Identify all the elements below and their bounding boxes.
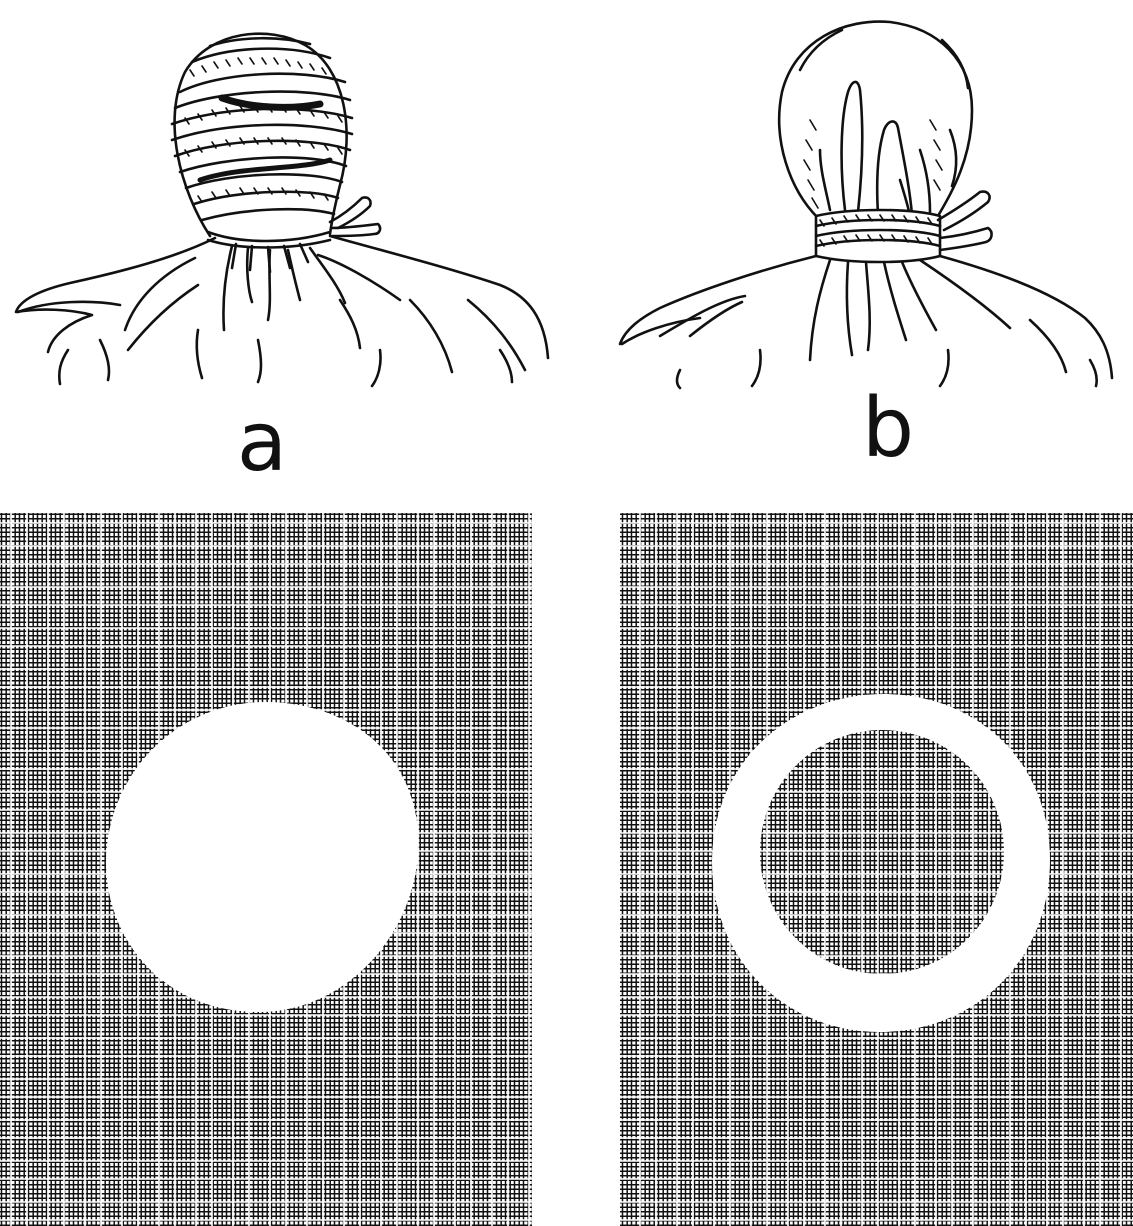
panel-label-a: a <box>237 395 287 490</box>
bound-ball-a <box>175 34 347 236</box>
fabric-outline-a <box>16 236 548 358</box>
bound-bundle-drawing <box>16 34 548 386</box>
dyed-cloth-a <box>0 513 532 1226</box>
binding-band-b <box>816 210 940 262</box>
dyed-cloth-b <box>620 513 1133 1226</box>
banded-bundle-drawing <box>620 22 1112 388</box>
fabric-ball-b <box>779 22 972 218</box>
panel-label-b: b <box>862 381 914 476</box>
